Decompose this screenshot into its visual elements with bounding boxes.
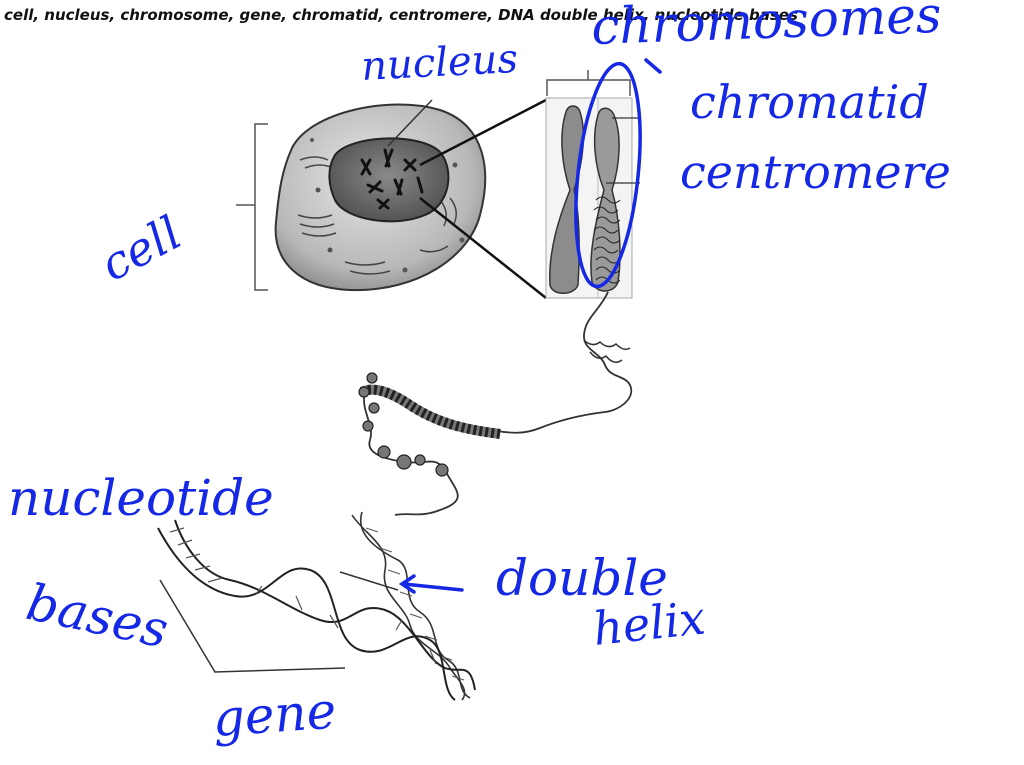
cell-bracket <box>236 124 268 290</box>
label-nucleotide: nucleotide <box>8 469 274 527</box>
label-chromatid: chromatid <box>690 75 929 129</box>
annotations: nucleus chromosomes chromatid centromere… <box>8 0 951 748</box>
label-gene: gene <box>211 682 338 748</box>
chromatid-tick-mark <box>646 60 660 72</box>
large-dna-helix <box>158 520 475 700</box>
dna-double-helix <box>352 512 470 700</box>
cell-drawing <box>276 100 486 290</box>
dna-coil-strand <box>362 292 631 515</box>
label-helix: helix <box>591 590 708 655</box>
label-centromere: centromere <box>680 145 951 199</box>
label-bases: bases <box>22 573 174 659</box>
label-nucleus: nucleus <box>360 36 519 90</box>
label-cell: cell <box>92 205 190 291</box>
label-chromosomes: chromosomes <box>590 0 942 56</box>
gene-bracket <box>160 572 398 672</box>
